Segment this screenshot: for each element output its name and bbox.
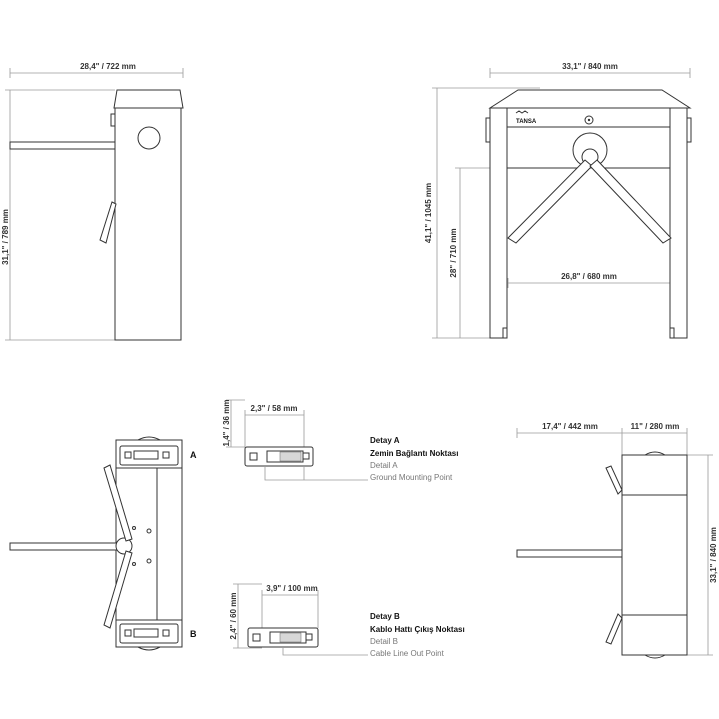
- detail-b-subtitle: Kablo Hattı Çıkış Noktası: [370, 625, 465, 634]
- side-arm: [9, 141, 116, 150]
- bottom-right-view: 17,4" / 442 mm 11" / 280 mm 33,1" / 840 …: [516, 422, 718, 659]
- side-width-label: 28,4" / 722 mm: [80, 62, 136, 71]
- side-lower-arm: [99, 201, 117, 244]
- front-leg-gap-label: 26,8" / 680 mm: [561, 272, 617, 281]
- side-top-cap: [113, 89, 184, 109]
- front-width-label: 33,1" / 840 mm: [562, 62, 618, 71]
- marker-a: A: [190, 450, 197, 460]
- front-view: 33,1" / 840 mm 41,1" / 1045 mm 28" / 710…: [424, 62, 692, 339]
- front-right-post: [669, 107, 688, 339]
- front-arm-height-label: 28" / 710 mm: [449, 228, 458, 277]
- logo-text: TANSA: [516, 119, 537, 125]
- detail-a-title: Detay A: [370, 436, 400, 445]
- bottom-arm: [516, 549, 623, 558]
- bottom-upper-stub: [605, 465, 623, 495]
- bottom-left-width-label: 17,4" / 442 mm: [542, 422, 598, 431]
- top-arm: [9, 542, 119, 551]
- front-roof: [488, 89, 692, 109]
- front-height-label: 41,1" / 1045 mm: [424, 183, 433, 243]
- top-hub: [115, 537, 133, 555]
- front-right-arm: [589, 159, 672, 244]
- top-lower-arm: [103, 550, 133, 629]
- bottom-body: [621, 454, 688, 656]
- detail-b-subtitle-en: Cable Line Out Point: [370, 649, 445, 658]
- side-hub: [137, 126, 161, 150]
- front-right-nub: [686, 117, 692, 143]
- side-bracket: [110, 113, 116, 127]
- top-upper-arm: [103, 464, 133, 542]
- detail-b-width-label: 3,9" / 100 mm: [266, 584, 317, 593]
- marker-b: B: [190, 629, 197, 639]
- top-view: A B: [9, 436, 197, 651]
- detail-a-height-label: 1,4" / 36 mm: [222, 400, 231, 447]
- bottom-lower-stub: [605, 613, 623, 645]
- detail-a-subtitle-en: Ground Mounting Point: [370, 473, 453, 482]
- detail-a-title-en: Detail A: [370, 461, 398, 470]
- front-left-post: [489, 107, 508, 339]
- side-view: 28,4" / 722 mm 31,1" / 789 mm: [1, 62, 184, 341]
- bottom-body-width-label: 11" / 280 mm: [631, 422, 680, 431]
- detail-a-width-label: 2,3" / 58 mm: [251, 404, 298, 413]
- side-height-label: 31,1" / 789 mm: [1, 209, 10, 265]
- detail-a: 1,4" / 36 mm 2,3" / 58 mm Detay A Zemin …: [222, 400, 458, 482]
- front-left-arm: [507, 159, 593, 244]
- detail-a-subtitle: Zemin Bağlantı Noktası: [370, 449, 458, 458]
- logo-icon: [515, 110, 529, 114]
- front-left-nub: [485, 117, 491, 143]
- detail-b: 2,4" / 60 mm 3,9" / 100 mm Detay B Kablo…: [229, 583, 465, 658]
- detail-b-title-en: Detail B: [370, 637, 398, 646]
- detail-b-title: Detay B: [370, 612, 400, 621]
- detail-b-height-label: 2,4" / 60 mm: [229, 593, 238, 640]
- bottom-height-label: 33,1" / 840 mm: [709, 527, 718, 583]
